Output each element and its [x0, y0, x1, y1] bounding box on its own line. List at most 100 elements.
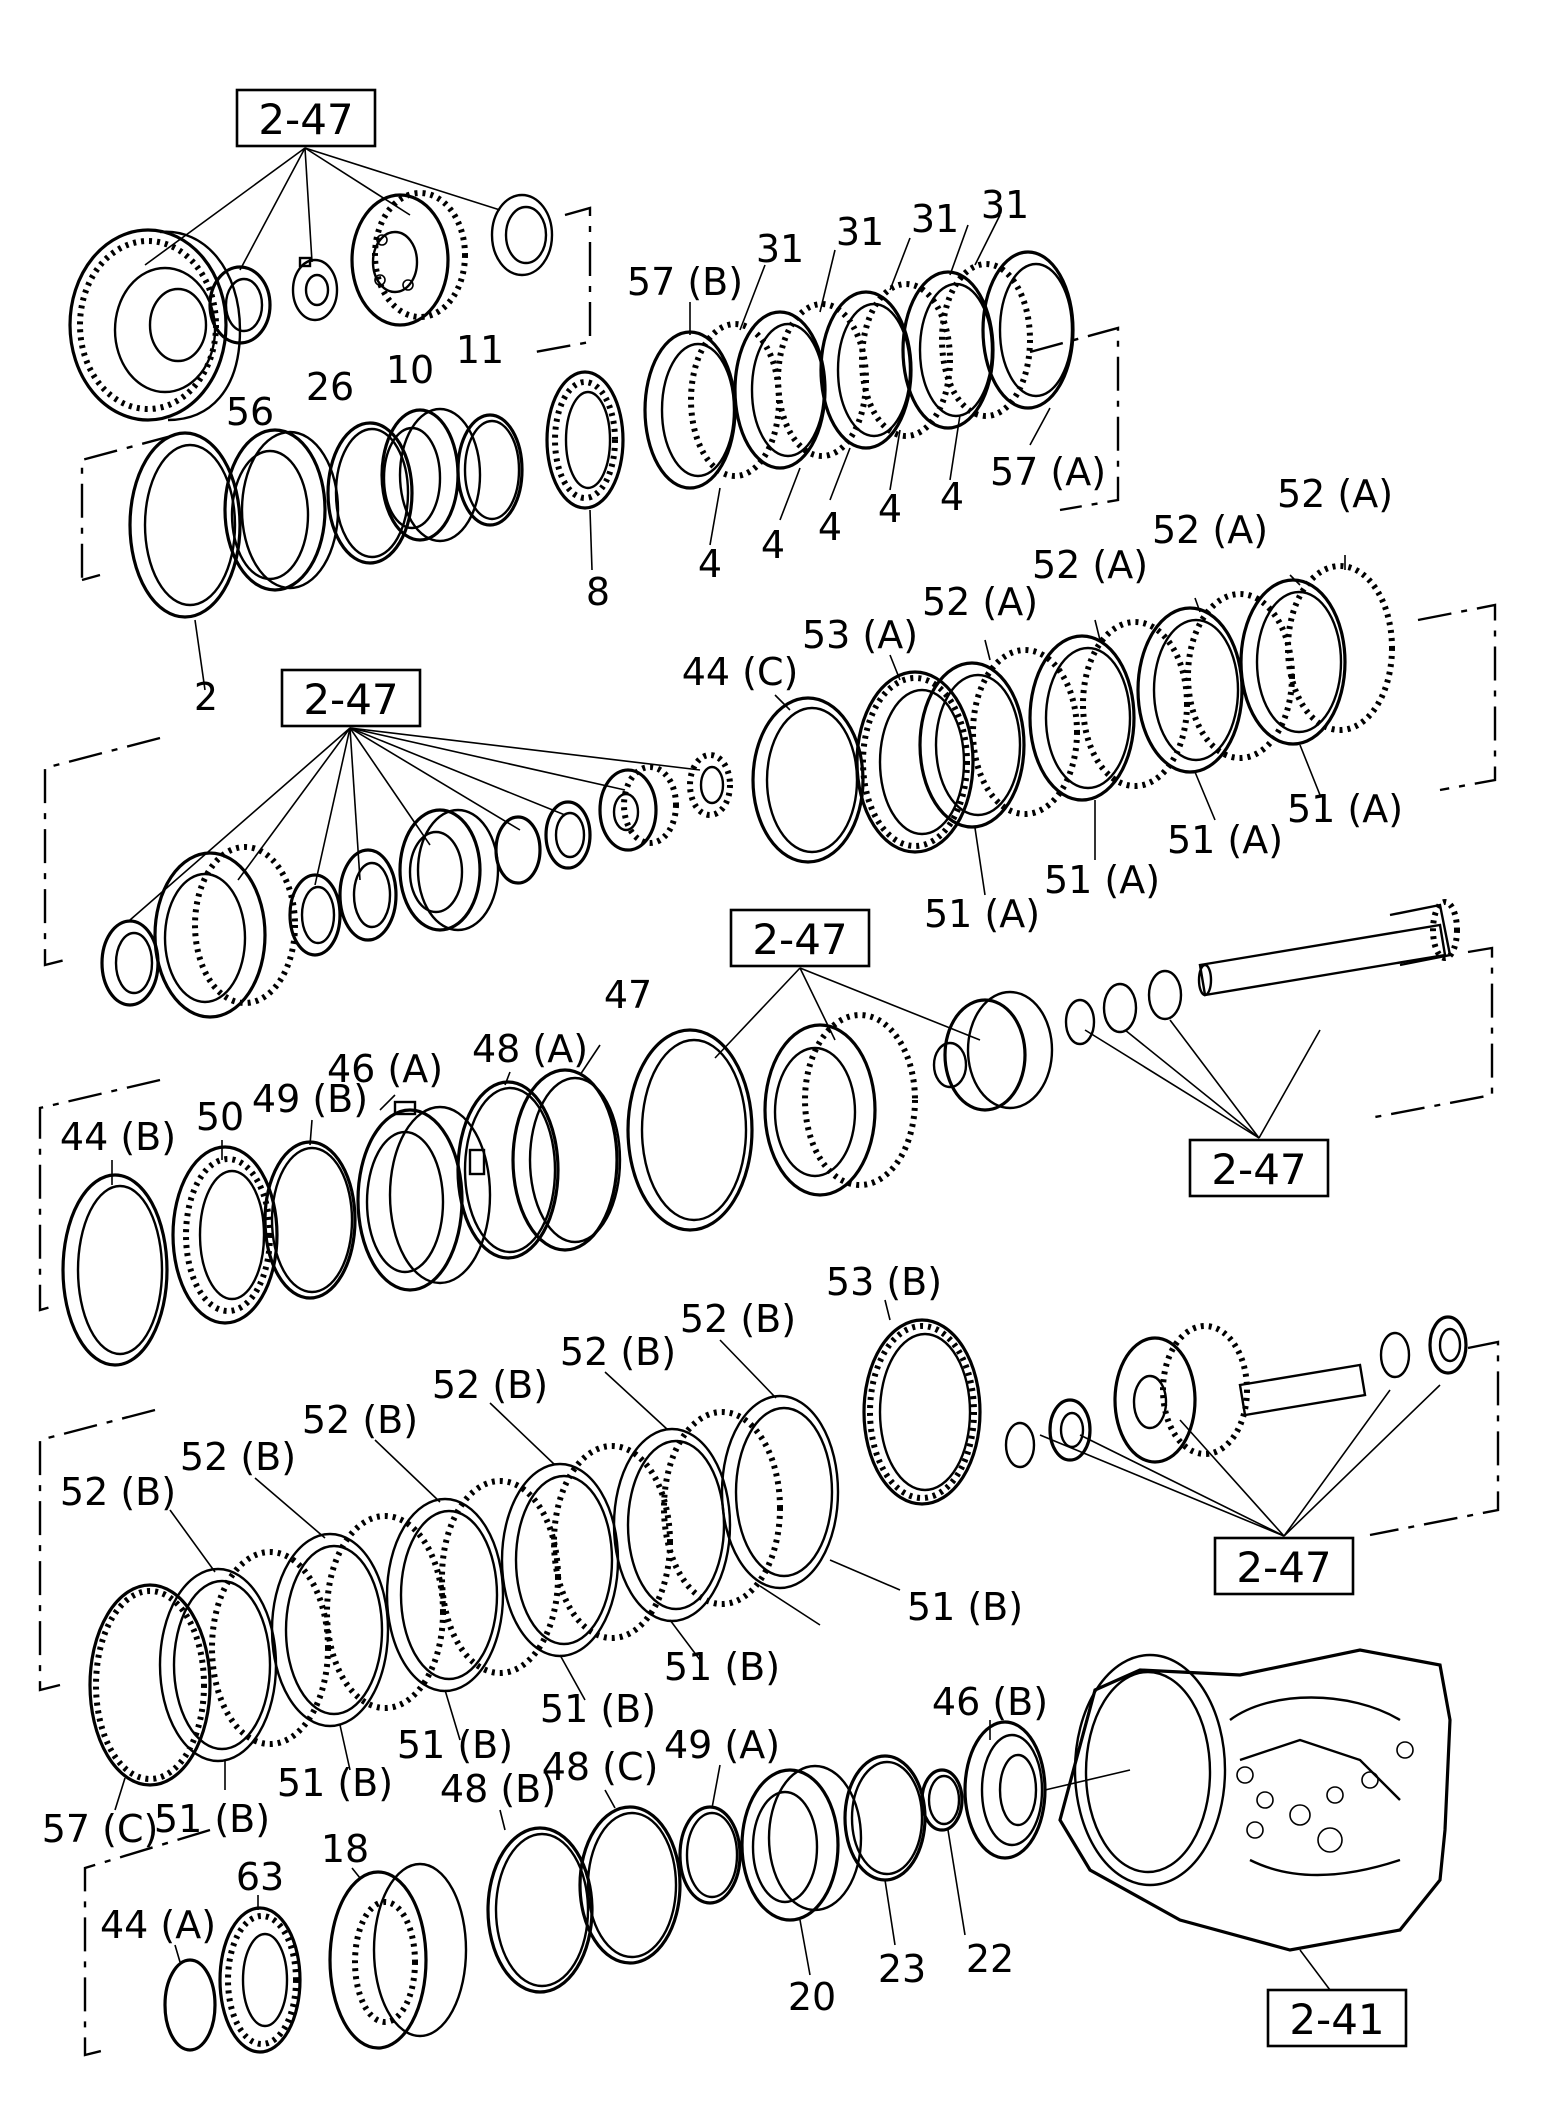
leaders-row4-ref [1039, 1384, 1441, 1537]
leaders-clutch-row1 [689, 214, 1051, 546]
label-51b-5: 51 (B) [664, 1645, 780, 1689]
washers-row4-right [1379, 1315, 1468, 1379]
part-50-spring-pack [171, 1140, 279, 1325]
ref-box-top[interactable]: 2-47 [235, 88, 377, 148]
carrier-hub [350, 190, 468, 327]
label-10: 10 [386, 348, 434, 392]
label-2: 2 [194, 675, 218, 719]
part-44a-snap-ring [163, 1944, 217, 2052]
thrust-washer-tabbed [490, 193, 554, 277]
label-51a-3: 51 (A) [1167, 818, 1283, 862]
label-4-e: 4 [940, 475, 964, 519]
bracket-row4 [38, 1340, 1500, 1692]
label-51b-6: 51 (B) [907, 1585, 1023, 1629]
bearing-race-small [208, 265, 272, 345]
label-52b-6: 52 (B) [680, 1297, 796, 1341]
label-57a: 57 (A) [990, 450, 1106, 494]
svg-text:2-47: 2-47 [303, 675, 398, 724]
part-23-oring [843, 1754, 927, 1946]
label-56: 56 [226, 390, 274, 434]
label-49a: 49 (A) [664, 1723, 780, 1767]
part-48b-oring [486, 1809, 594, 1994]
label-53a: 53 (A) [802, 613, 918, 657]
label-52a-3: 52 (A) [1152, 508, 1268, 552]
label-50: 50 [196, 1095, 244, 1139]
ref-box-case[interactable]: 2-41 [1266, 1988, 1408, 2048]
label-4-c: 4 [818, 505, 842, 549]
label-51b-2: 51 (B) [277, 1761, 393, 1805]
label-53b: 53 (B) [826, 1260, 942, 1304]
label-31-b: 31 [836, 210, 884, 254]
label-48c: 48 (C) [542, 1745, 659, 1789]
svg-text:2-47: 2-47 [1236, 1543, 1331, 1592]
part-49a-seal [678, 1764, 742, 1905]
label-52b-3: 52 (B) [302, 1398, 418, 1442]
svg-text:2-47: 2-47 [752, 915, 847, 964]
label-51a-2: 51 (A) [1044, 858, 1160, 902]
transmission-case [1058, 1648, 1452, 1991]
label-4-b: 4 [761, 523, 785, 567]
label-31-c: 31 [911, 197, 959, 241]
label-31-a: 31 [756, 227, 804, 271]
leaders-clutch-row2 [889, 555, 1346, 896]
part-46a-piston [356, 1094, 492, 1292]
label-49b: 49 (B) [252, 1077, 368, 1121]
part-47-ring [511, 1044, 622, 1252]
leaders-top-ref [144, 147, 501, 271]
ref-box-row2[interactable]: 2-47 [280, 668, 422, 728]
part-53b-plate [862, 1299, 982, 1506]
label-52a-4: 52 (A) [1277, 472, 1393, 516]
label-51b-4: 51 (B) [540, 1687, 656, 1731]
input-shaft [1197, 899, 1460, 997]
label-51b-3: 51 (B) [397, 1723, 513, 1767]
bracket-row2-right [1417, 603, 1497, 792]
label-23: 23 [878, 1947, 926, 1991]
part-44b-snap-ring [61, 1160, 169, 1367]
part-44c-snap-ring [751, 694, 865, 864]
label-4-a: 4 [698, 542, 722, 586]
leaders-row3-ref [714, 967, 981, 1059]
leaders-row3-right-ref [1084, 1019, 1321, 1139]
label-22: 22 [966, 1937, 1014, 1981]
part-26-oring [326, 421, 414, 565]
part-18-drum [328, 1862, 468, 2050]
label-20: 20 [788, 1975, 836, 2019]
clutch-pack-row2 [855, 563, 1395, 854]
label-63: 63 [236, 1855, 284, 1899]
svg-text:2-41: 2-41 [1289, 1995, 1384, 2044]
label-4-d: 4 [878, 487, 902, 531]
label-48a: 48 (A) [472, 1027, 588, 1071]
label-52b-2: 52 (B) [180, 1435, 296, 1479]
hub-row3 [932, 990, 1054, 1112]
svg-text:2-47: 2-47 [1211, 1145, 1306, 1194]
part-11-seal [456, 413, 524, 527]
label-48b: 48 (B) [440, 1767, 556, 1811]
part-22-oring [920, 1768, 966, 1936]
label-52b-4: 52 (B) [432, 1363, 548, 1407]
ref-box-row3-right[interactable]: 2-47 [1188, 1138, 1330, 1198]
label-51a-4: 51 (A) [1287, 787, 1403, 831]
bracket-row3 [38, 946, 1494, 1312]
leaders-row2-ref [129, 727, 701, 921]
label-46b: 46 (B) [932, 1680, 1048, 1724]
ref-box-row3-left[interactable]: 2-47 [729, 908, 871, 968]
part-20-piston [740, 1764, 863, 1976]
part-56-sleeve [223, 428, 340, 592]
label-52b-1: 52 (B) [60, 1470, 176, 1514]
clutch-pack-row4 [88, 1394, 840, 1787]
label-46a: 46 (A) [327, 1047, 443, 1091]
ref-box-row4[interactable]: 2-47 [1213, 1536, 1355, 1596]
part-48a-oring [456, 1071, 560, 1260]
clutch-pack-row1 [643, 250, 1075, 490]
label-52b-5: 52 (B) [560, 1330, 676, 1374]
label-51b-1: 51 (B) [154, 1797, 270, 1841]
label-57b: 57 (B) [627, 260, 743, 304]
label-18: 18 [321, 1827, 369, 1871]
washers-row3 [1064, 969, 1183, 1046]
label-31-d: 31 [981, 183, 1029, 227]
label-8: 8 [586, 570, 610, 614]
washers-row4 [1004, 1398, 1092, 1469]
leaders-clutch-row4 [114, 1339, 901, 1811]
part-63-bearing [218, 1895, 302, 2054]
